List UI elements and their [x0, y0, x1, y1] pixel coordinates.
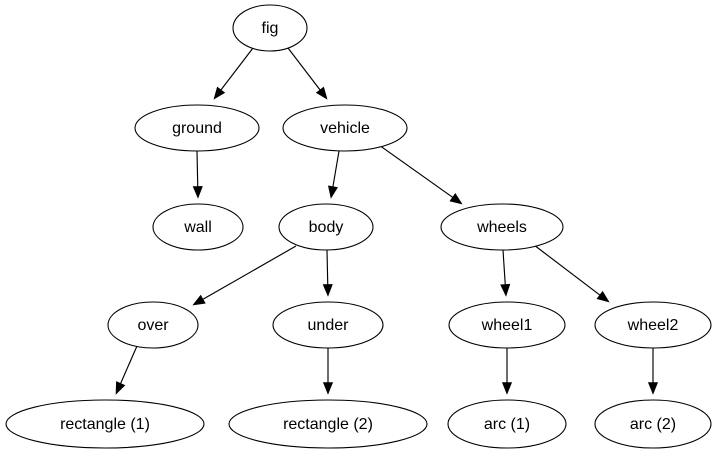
graph-edge: [192, 245, 297, 306]
edge-arrowhead-icon: [315, 86, 328, 100]
graph-edge: [647, 348, 659, 395]
graph-node-rectangle1[interactable]: rectangle (1): [5, 399, 205, 449]
edge-arrowhead-icon: [596, 290, 610, 303]
graph-edge: [192, 150, 203, 199]
edge-line: [502, 249, 506, 285]
graph-edge: [500, 249, 511, 297]
edge-line: [533, 244, 601, 296]
edge-arrowhead-icon: [213, 86, 226, 100]
graph-node-wheel2[interactable]: wheel2: [594, 301, 712, 349]
edge-line: [378, 144, 453, 198]
node-ellipse[interactable]: [594, 301, 712, 349]
edge-arrowhead-icon: [115, 381, 126, 395]
edge-arrowhead-icon: [328, 185, 338, 199]
graph-edge: [213, 47, 254, 100]
edge-line: [220, 47, 254, 91]
node-ellipse[interactable]: [282, 104, 408, 152]
node-ellipse[interactable]: [440, 203, 564, 251]
edge-arrowhead-icon: [449, 193, 463, 205]
node-ellipse[interactable]: [228, 399, 428, 449]
graph-edge: [322, 249, 333, 297]
edge-arrowhead-icon: [322, 382, 334, 395]
edge-arrowhead-icon: [501, 382, 513, 395]
node-ellipse[interactable]: [594, 399, 712, 449]
graph-edge: [322, 348, 334, 395]
node-ellipse[interactable]: [448, 301, 566, 349]
node-ellipse[interactable]: [152, 203, 244, 251]
edge-arrowhead-icon: [500, 283, 511, 297]
graph-edge: [533, 244, 610, 303]
graph-node-fig[interactable]: fig: [232, 4, 308, 52]
nodes-layer: fig ground vehicle wall body wheels over under w…: [5, 4, 712, 449]
graph-edge: [378, 144, 463, 205]
edges-layer: [115, 47, 659, 395]
edge-line: [287, 47, 321, 91]
graph-edge: [287, 47, 328, 100]
graph-node-under[interactable]: under: [272, 301, 384, 349]
graph-node-ground[interactable]: ground: [134, 104, 260, 152]
edge-line: [196, 150, 199, 187]
graph-edge: [115, 345, 138, 395]
node-ellipse[interactable]: [272, 301, 384, 349]
edge-line: [332, 150, 340, 187]
graph-edge: [501, 348, 513, 395]
node-ellipse[interactable]: [232, 4, 308, 52]
graph-node-wheel1[interactable]: wheel1: [448, 301, 566, 349]
node-ellipse[interactable]: [278, 203, 374, 251]
graph-node-over[interactable]: over: [107, 301, 199, 349]
edge-line: [120, 345, 138, 384]
graph-node-arc1[interactable]: arc (1): [447, 399, 567, 449]
graph-node-vehicle[interactable]: vehicle: [282, 104, 408, 152]
graph-edge: [328, 150, 340, 199]
edge-arrowhead-icon: [322, 284, 333, 297]
edge-arrowhead-icon: [192, 294, 206, 306]
graph-node-rectangle2[interactable]: rectangle (2): [228, 399, 428, 449]
edge-arrowhead-icon: [192, 186, 203, 199]
edge-line: [326, 249, 329, 285]
graph-node-arc2[interactable]: arc (2): [594, 399, 712, 449]
node-ellipse[interactable]: [447, 399, 567, 449]
graph-node-wheels[interactable]: wheels: [440, 203, 564, 251]
node-ellipse[interactable]: [5, 399, 205, 449]
graph-node-body[interactable]: body: [278, 203, 374, 251]
node-ellipse[interactable]: [107, 301, 199, 349]
edge-line: [202, 245, 297, 300]
graph-node-wall[interactable]: wall: [152, 203, 244, 251]
node-ellipse[interactable]: [134, 104, 260, 152]
edge-arrowhead-icon: [647, 382, 659, 395]
